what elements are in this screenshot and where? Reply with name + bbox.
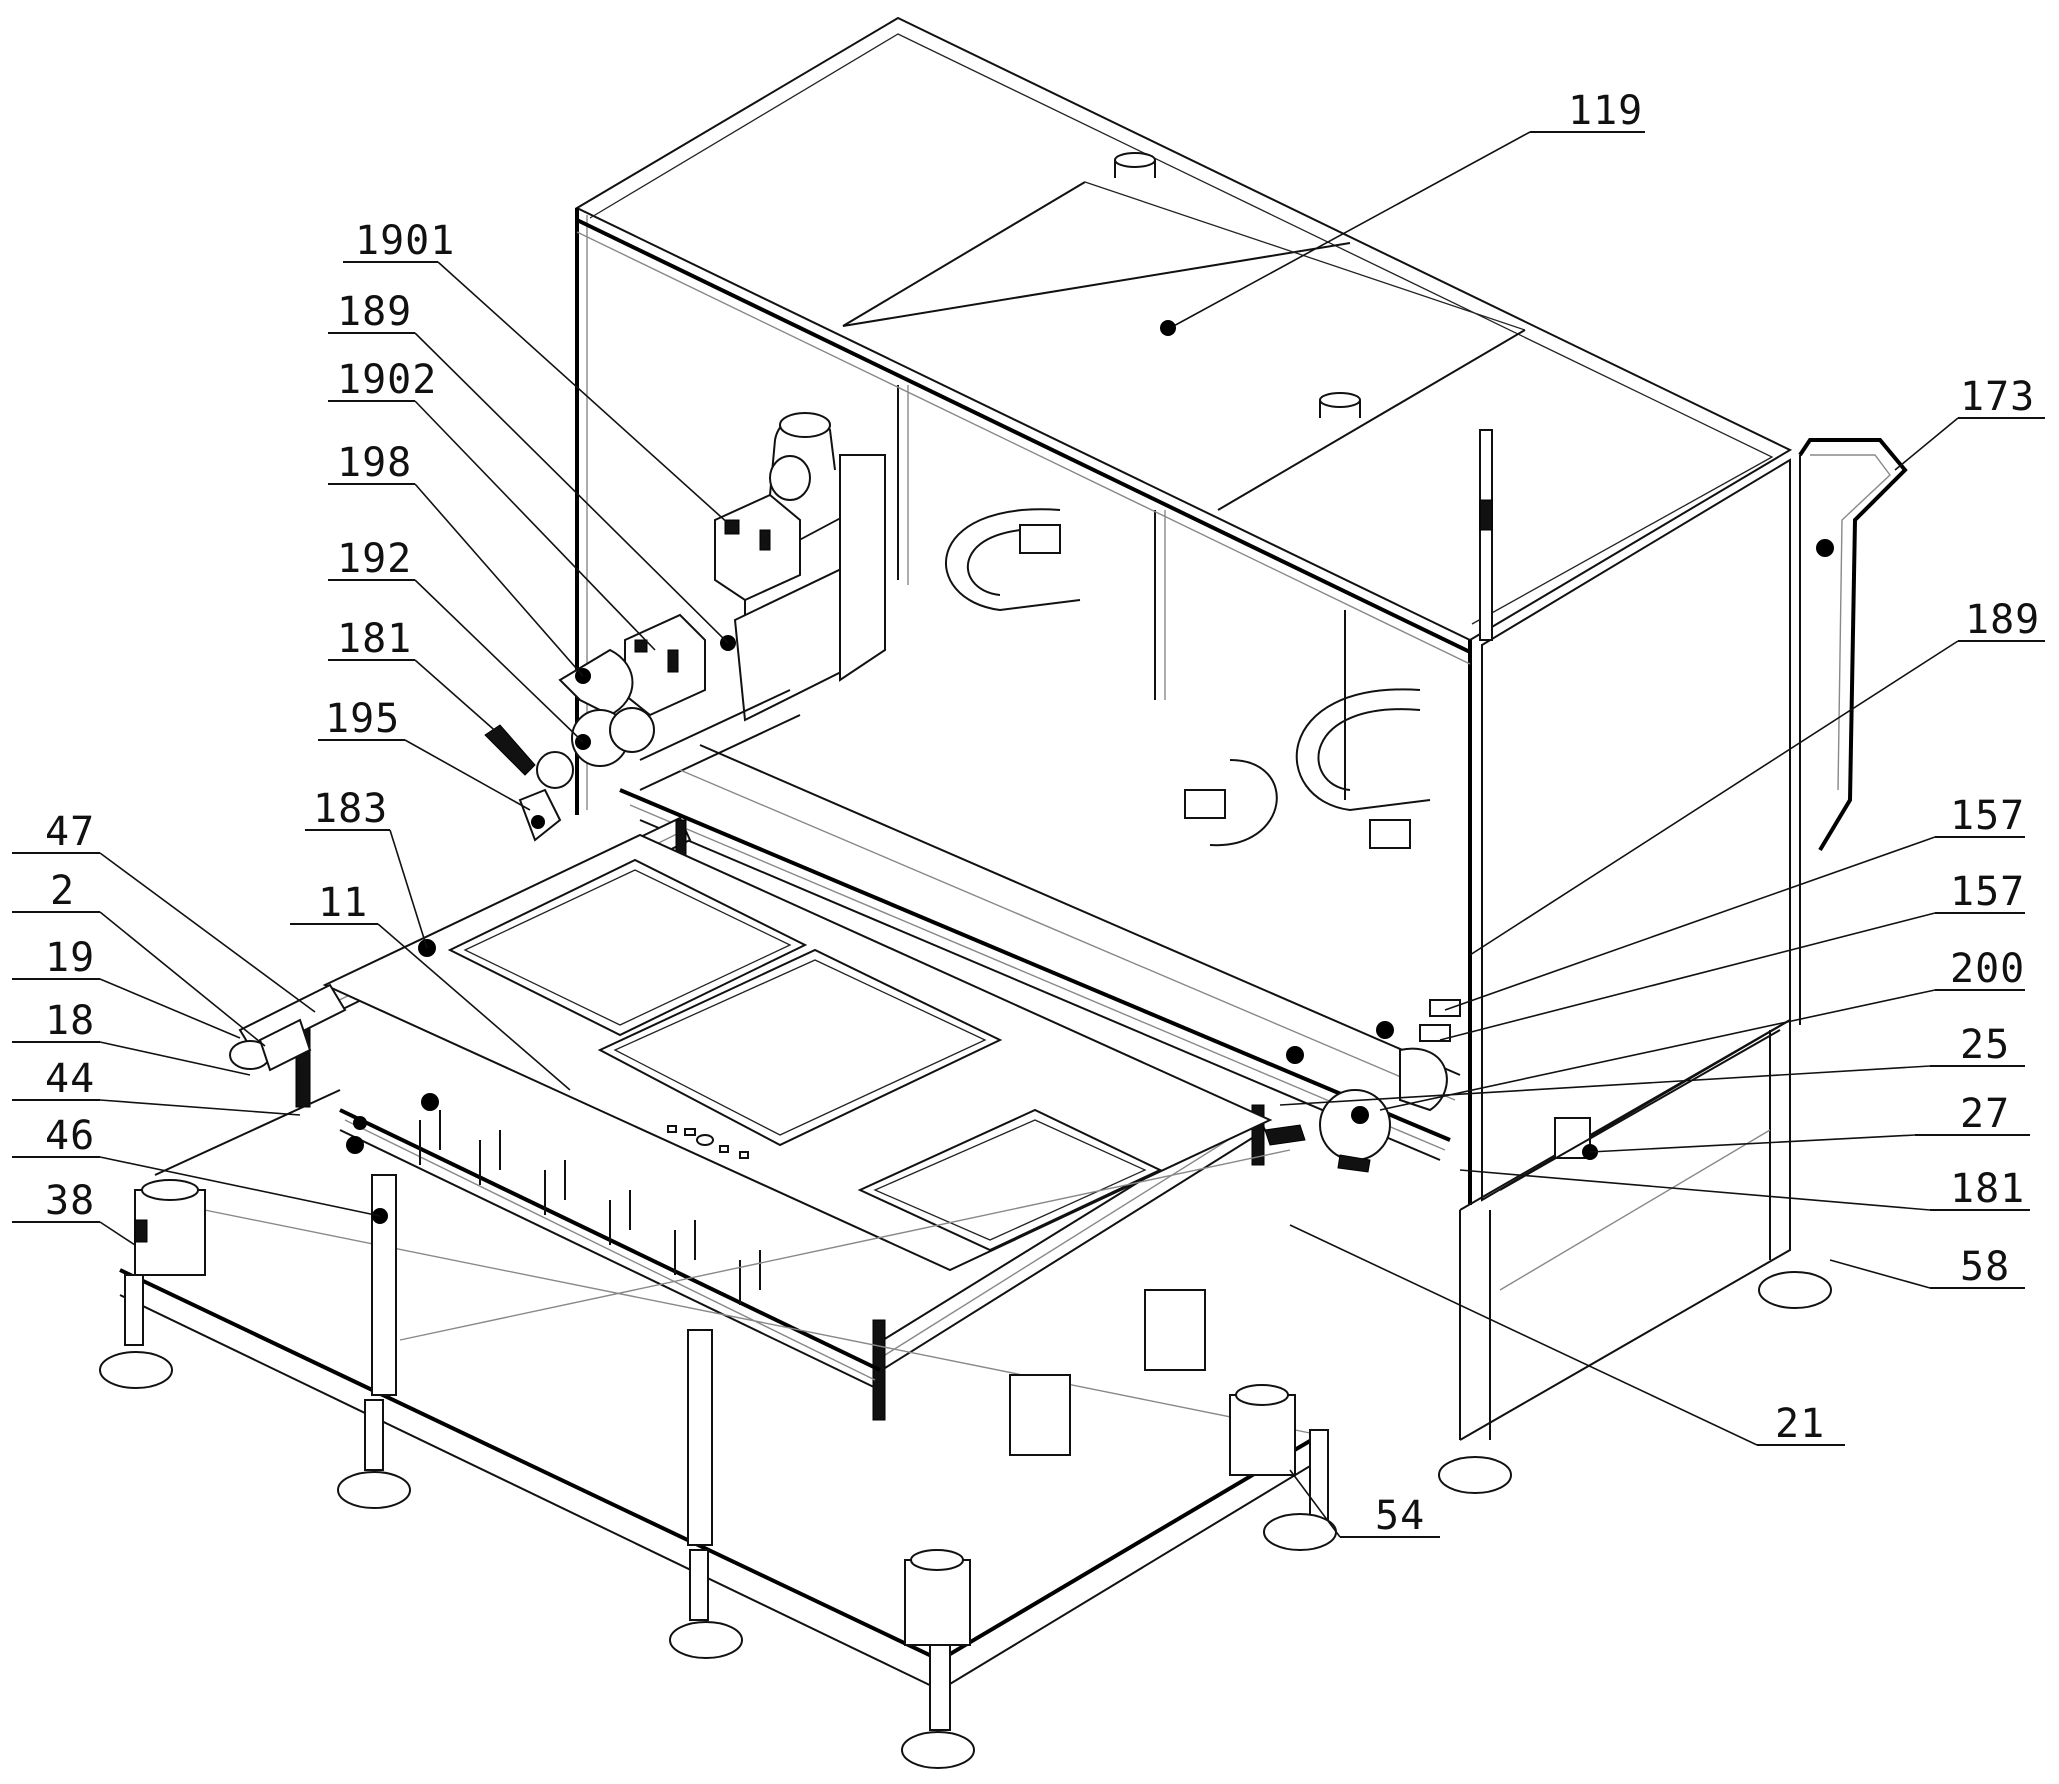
enclosure [574,16,1908,1205]
label-18: 18 [45,998,95,1044]
label-181-right: 181 [1950,1166,2025,1212]
label-54: 54 [1375,1493,1425,1539]
right-head [1264,999,1781,1191]
worktable-plate [322,833,1273,1272]
label-1902: 1902 [337,357,437,403]
label-189-left: 189 [337,289,412,335]
leveling-foot [1758,1271,1832,1309]
label-181-left: 181 [337,616,412,662]
label-21: 21 [1775,1401,1825,1447]
label-38: 38 [45,1178,95,1224]
conveyor [229,983,881,1391]
clamp-left [484,724,536,776]
label-27: 27 [1960,1091,2010,1137]
lifting-units [134,1179,1296,1646]
label-157-b: 157 [1950,869,2025,915]
cart-handle [1798,438,1908,852]
label-46: 46 [45,1113,95,1159]
label-25: 25 [1960,1022,2010,1068]
label-200: 200 [1950,946,2025,992]
label-58: 58 [1960,1244,2010,1290]
linear-guide-b [1419,1024,1451,1042]
clamp-right [1264,1124,1306,1146]
lower-motor [624,613,706,717]
leader-lines [12,131,2045,1538]
corner-lifting-unit [1229,1394,1296,1476]
label-195: 195 [325,696,400,742]
label-198: 198 [337,440,412,486]
signal-tower [1479,429,1493,641]
label-44: 44 [45,1056,95,1102]
label-157-a: 157 [1950,793,2025,839]
linear-guide-a [1429,999,1461,1017]
control-buttons [667,1125,749,1159]
label-19: 19 [45,935,95,981]
label-1901: 1901 [355,218,455,264]
base-frame [99,1018,1832,1769]
label-2: 2 [50,868,75,914]
nozzle-assembly [518,788,562,842]
label-119: 119 [1568,88,1643,134]
label-183: 183 [313,786,388,832]
gantry [295,744,1461,1421]
label-192: 192 [337,536,412,582]
label-173: 173 [1960,374,2035,420]
drive-unit [258,1018,312,1072]
label-11: 11 [318,880,368,926]
leveling-feet [99,1271,1832,1769]
shield-cover [558,648,634,717]
motor-assembly-left [484,412,886,842]
label-47: 47 [45,809,95,855]
support-post [371,1174,397,1396]
reference-labels: 119 1901 189 1902 198 192 181 195 183 47… [45,88,2040,1539]
label-189-right: 189 [1965,597,2040,643]
